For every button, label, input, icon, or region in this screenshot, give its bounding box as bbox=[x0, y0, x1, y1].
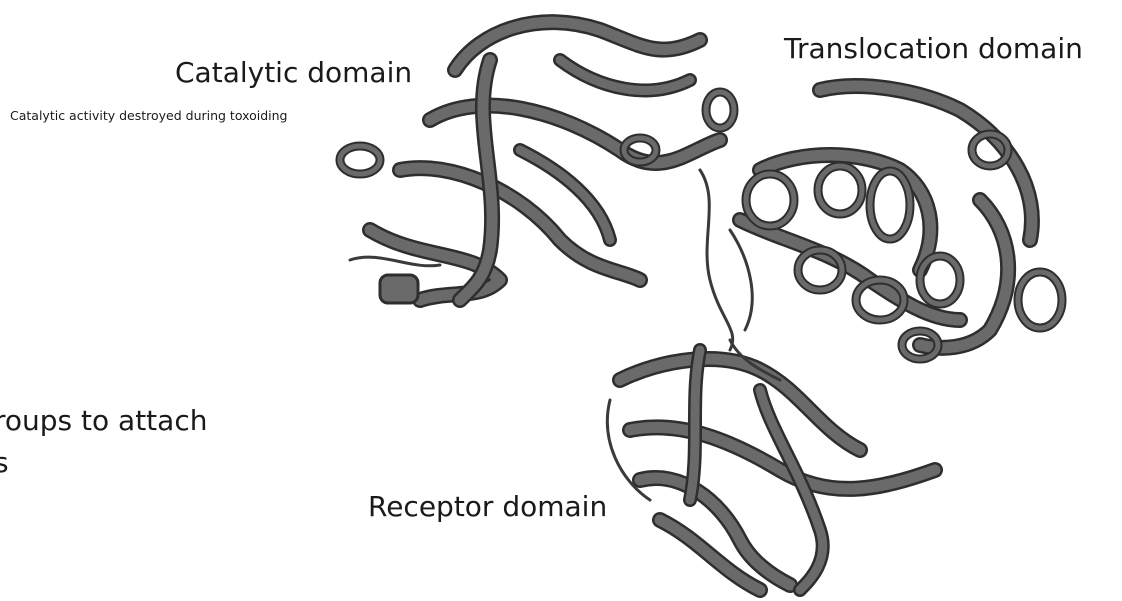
catalytic-domain-label: Catalytic domain bbox=[175, 56, 412, 89]
clipped-text-line-2: s bbox=[0, 446, 9, 479]
translocation-domain-ribbon bbox=[730, 86, 1062, 359]
receptor-domain-ribbon bbox=[607, 340, 935, 590]
catalytic-activity-note: Catalytic activity destroyed during toxo… bbox=[10, 108, 288, 123]
receptor-domain-label: Receptor domain bbox=[368, 490, 607, 523]
translocation-domain-label: Translocation domain bbox=[784, 32, 1083, 65]
clipped-text-line-1: roups to attach bbox=[0, 404, 207, 437]
